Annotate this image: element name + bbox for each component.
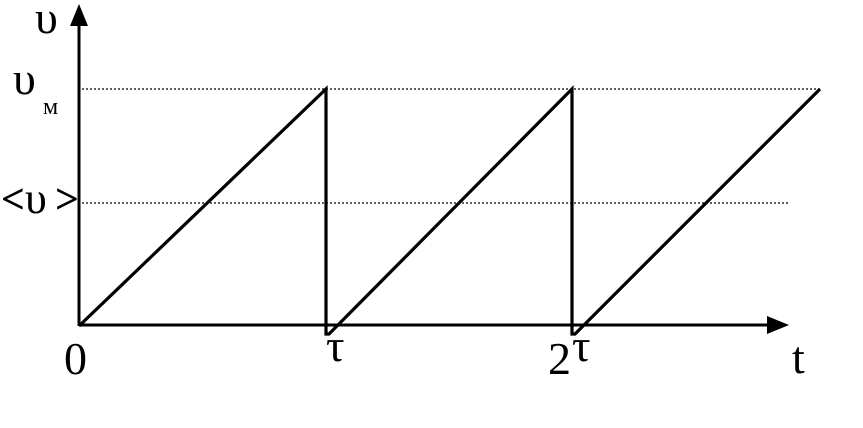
max-level-subscript: м — [43, 94, 58, 120]
two-tau-prefix: 2 — [548, 333, 571, 384]
mean-level-symbol: υ — [25, 174, 47, 223]
x-axis-arrow — [767, 316, 789, 334]
y-axis-label: υ — [35, 0, 58, 43]
max-level-symbol: υ — [13, 53, 36, 104]
mean-level-left-bracket: < — [1, 177, 25, 223]
mean-level-right-bracket: > — [55, 177, 79, 223]
two-tau-symbol: τ — [572, 320, 591, 371]
sawtooth-waveform — [77, 85, 822, 336]
origin-label: 0 — [64, 333, 87, 384]
x-axis-label: t — [792, 332, 805, 383]
y-axis-arrow — [70, 4, 88, 26]
tau-label: τ — [326, 320, 345, 371]
